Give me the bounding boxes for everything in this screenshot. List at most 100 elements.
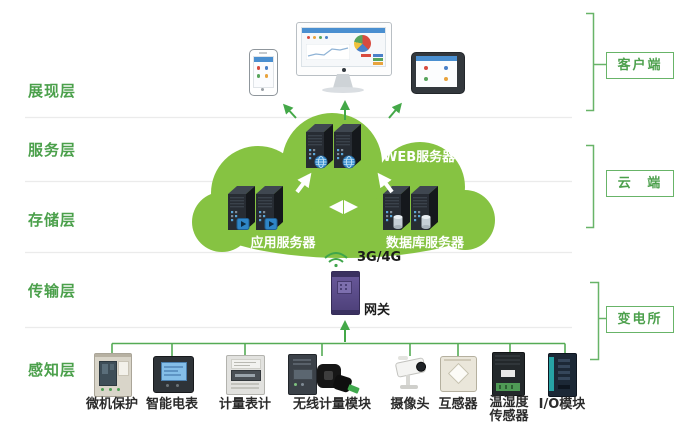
transformer-window [447, 362, 470, 385]
tablet-header-bar [416, 56, 457, 61]
device-detail [234, 365, 250, 367]
device-detail [102, 364, 108, 374]
device-detail [231, 387, 259, 389]
phone-speaker [259, 52, 267, 54]
ct-clamp-icon [317, 362, 360, 394]
device-detail [505, 385, 507, 389]
device-terminal-strip [496, 383, 520, 391]
device-body [548, 353, 577, 397]
dashboard-list-row [373, 58, 383, 61]
device-label-protection: 微机保护 [85, 397, 138, 412]
device-screen [99, 361, 117, 386]
device-label-camera: 摄像头 [390, 397, 430, 412]
device-detail [118, 361, 129, 376]
device-label-plate [501, 370, 515, 377]
phone-screen [252, 56, 274, 88]
web-server-label: WEB服务器 [383, 150, 456, 165]
device-detail [235, 374, 255, 377]
monitor-bezel [296, 22, 392, 76]
wifi-icon [324, 252, 348, 268]
device-label-transformer: 互感器 [438, 397, 478, 412]
device-detail [558, 365, 570, 368]
device-detail [558, 377, 570, 380]
device-label-wireless-module: 无线计量模块 [292, 397, 371, 412]
app-server-label: 应用服务器 [250, 236, 316, 251]
device-detail [164, 374, 181, 376]
phone-app-dot [256, 74, 260, 78]
device-led [109, 388, 112, 391]
db-server-label: 数据库服务器 [386, 236, 465, 251]
device-detail [558, 371, 570, 374]
tablet-screen [416, 56, 457, 87]
gateway-device [331, 271, 360, 315]
dashboard-list-row [373, 54, 383, 57]
device-button [176, 384, 179, 387]
group-box-substation: 变电所 [606, 306, 674, 333]
device-screen [161, 362, 187, 381]
layer-label-service: 服务层 [28, 141, 77, 159]
monitor-header-bar [302, 28, 385, 33]
camera-cap [398, 356, 408, 360]
device-label-temp-humidity: 温湿度传感器 [489, 395, 529, 424]
group-box-client: 客户端 [606, 52, 674, 79]
dashboard-pie-chart [354, 35, 371, 52]
gateway-led [345, 284, 347, 286]
device-detail [558, 385, 570, 389]
gateway-led [340, 288, 342, 290]
device-detail [293, 359, 311, 361]
tablet-icon [411, 52, 465, 94]
monitor-logo-dot [342, 68, 346, 72]
device-detail [110, 364, 114, 370]
device-body [226, 355, 265, 395]
layer-label-presentation: 展现层 [28, 82, 77, 100]
device-led [117, 388, 120, 391]
device-screen [231, 370, 261, 381]
device-detail [558, 359, 570, 362]
gateway-panel [337, 281, 352, 294]
device-screen [293, 369, 313, 380]
device-detail [499, 385, 501, 389]
device-body [492, 352, 525, 396]
device-led [294, 383, 297, 386]
phone-app-dot [256, 66, 260, 70]
layer-label-storage: 存储层 [28, 211, 77, 229]
device-body [94, 353, 132, 397]
dashboard-list-row [361, 54, 371, 57]
group-brackets [586, 12, 606, 361]
device-led [301, 383, 304, 386]
dashboard-dot [325, 36, 328, 39]
device-stripe [549, 357, 554, 391]
device-body [440, 356, 477, 392]
tablet-app-dot [424, 77, 428, 81]
gateway-led [340, 284, 342, 286]
gateway-top-cap [332, 272, 359, 277]
cloud-to-client-arrows [282, 100, 402, 120]
phone-home-button [260, 88, 264, 91]
clamp-hole [324, 371, 333, 380]
device-label-metering: 计量表计 [218, 397, 271, 412]
monitor-screen [301, 27, 386, 67]
device-button [166, 384, 169, 387]
device-led [101, 388, 104, 391]
device-body [288, 354, 317, 395]
cloud-internal-arrows [295, 172, 394, 214]
device-detail [293, 363, 311, 365]
phone-header-bar [253, 57, 273, 62]
device-detail [234, 362, 256, 364]
group-box-cloud: 云 端 [606, 170, 674, 197]
monitor-stand [333, 74, 353, 88]
gateway-label: 网关 [364, 303, 391, 318]
tablet-app-dot [444, 77, 448, 81]
tablet-app-dot [444, 66, 448, 70]
dashboard-dot [319, 36, 322, 39]
device-detail [495, 355, 520, 367]
dashboard-dot [313, 36, 316, 39]
smartphone-icon [249, 49, 278, 96]
device-detail [231, 383, 259, 385]
device-detail [164, 366, 183, 368]
phone-app-dot [264, 66, 268, 70]
wireless-label: 3G/4G [357, 250, 402, 265]
phone-app-dot [264, 74, 268, 78]
camera-base [400, 385, 418, 389]
